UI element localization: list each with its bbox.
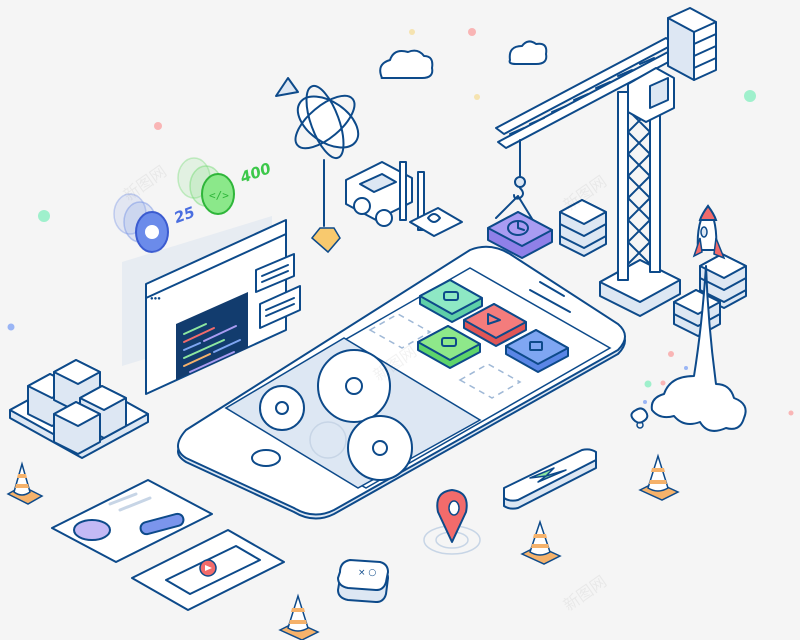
decorative-dots [7, 28, 794, 416]
gears-icon [259, 349, 413, 481]
battery-charging-icon [503, 448, 597, 510]
rocket-icon [630, 204, 747, 432]
clock-block [487, 211, 553, 259]
location-pin-icon [423, 489, 481, 555]
toggle-button [139, 512, 185, 536]
video-icon [529, 341, 543, 351]
tower-crane [495, 7, 717, 317]
app-icon-video [505, 329, 569, 373]
play-icon [487, 313, 501, 325]
traffic-cone-icon [278, 593, 320, 640]
github-badge [113, 193, 169, 253]
traffic-cone-icon [6, 461, 44, 505]
github-icon [145, 225, 159, 239]
camera-icon [443, 291, 459, 301]
svg-text:× ○: × ○ [358, 568, 376, 578]
traffic-cone-icon [520, 519, 562, 565]
app-icon-chat [417, 325, 481, 369]
server-cluster-icon [9, 359, 149, 459]
gem-icon [310, 227, 341, 254]
server-stack-icon [559, 199, 607, 257]
window-dots: ●●● [150, 296, 161, 302]
home-button [251, 449, 281, 467]
cloud-icon [508, 40, 548, 65]
chart-card [51, 479, 213, 563]
app-icon-camera [419, 279, 483, 323]
cloud-icon [379, 49, 434, 79]
code-window: ●●● [122, 216, 301, 395]
traffic-cone-icon [638, 453, 680, 501]
code-icon: </> [209, 189, 229, 202]
lightning-icon [529, 467, 567, 483]
gamepad-icon: × ○ [337, 559, 389, 603]
forklift-icon [345, 161, 463, 237]
chat-icon [441, 337, 457, 347]
app-icon-play [463, 303, 527, 347]
code-badge: </> [177, 157, 235, 215]
pie-chart-icon [73, 519, 111, 541]
video-card [131, 529, 285, 611]
blimp-icon [275, 77, 360, 254]
